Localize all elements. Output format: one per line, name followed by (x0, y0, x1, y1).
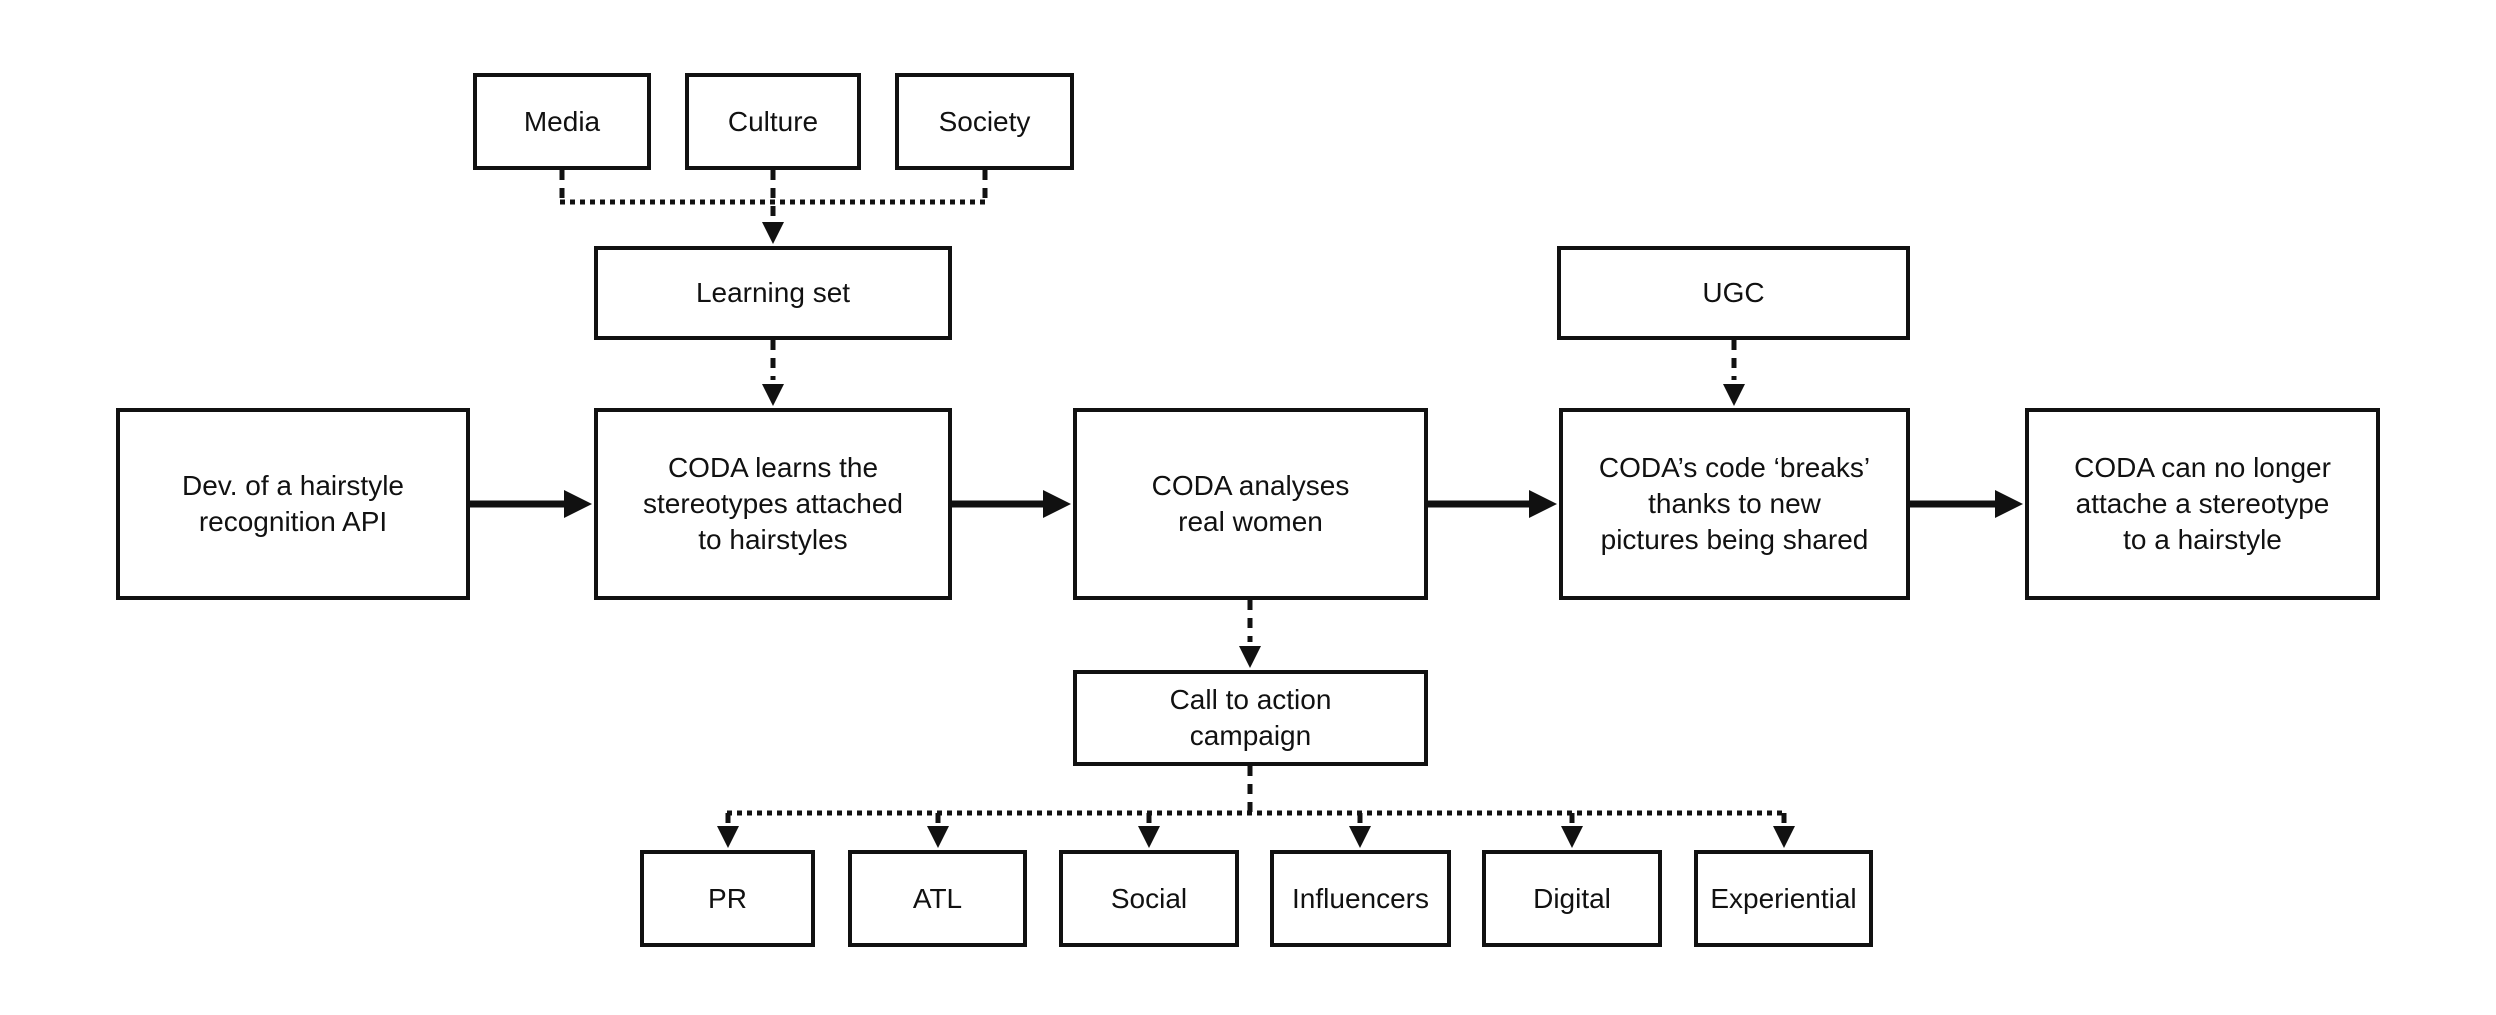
node-social: Social (1059, 850, 1239, 947)
node-coda-no-longer: CODA can no longer attache a stereotype … (2025, 408, 2380, 600)
node-society: Society (895, 73, 1074, 170)
node-culture: Culture (685, 73, 861, 170)
connector-ugc-to-coda-breaks (1723, 340, 1745, 406)
connector-collector-to-pr (717, 813, 739, 848)
arrow-coda-learns-to-coda-analyses (952, 490, 1071, 518)
arrow-coda-breaks-to-coda-no-longer (1910, 490, 2023, 518)
node-media: Media (473, 73, 651, 170)
connector-coda-analyses-to-call-to-action (1239, 600, 1261, 668)
connector-collector-to-atl (927, 813, 949, 848)
node-digital: Digital (1482, 850, 1662, 947)
connector-learning-set-to-coda-learns (762, 340, 784, 406)
node-coda-breaks: CODA’s code ‘breaks’ thanks to new pictu… (1559, 408, 1910, 600)
node-atl: ATL (848, 850, 1027, 947)
node-dev-api: Dev. of a hairstyle recognition API (116, 408, 470, 600)
node-coda-analyses: CODA analyses real women (1073, 408, 1428, 600)
node-ugc: UGC (1557, 246, 1910, 340)
arrow-dev-api-to-coda-learns (470, 490, 592, 518)
node-pr: PR (640, 850, 815, 947)
connector-culture-to-learning-set (762, 170, 784, 244)
node-learning-set: Learning set (594, 246, 952, 340)
connector-collector-to-experiential (1773, 813, 1795, 848)
connector-collector-to-social (1138, 813, 1160, 848)
connector-collector-to-digital (1561, 813, 1583, 848)
node-experiential: Experiential (1694, 850, 1873, 947)
arrow-coda-analyses-to-coda-breaks (1428, 490, 1557, 518)
node-call-to-action: Call to action campaign (1073, 670, 1428, 766)
node-coda-learns: CODA learns the stereotypes attached to … (594, 408, 952, 600)
connector-collector-to-influencers (1349, 813, 1371, 848)
node-influencers: Influencers (1270, 850, 1451, 947)
